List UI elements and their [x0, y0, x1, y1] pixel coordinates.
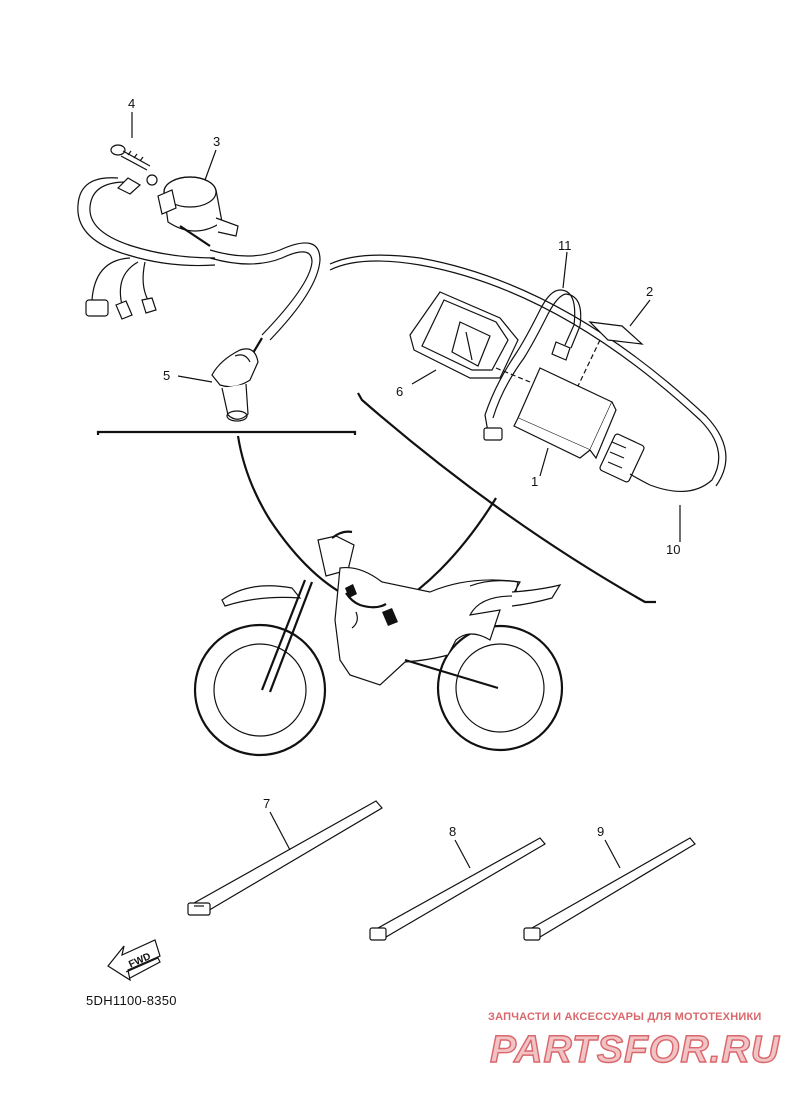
cable-tie-part-7: [187, 800, 383, 916]
cable-tie-part-8: [369, 837, 546, 941]
spark-plug-cap-part-5: [211, 337, 263, 422]
cdi-unit-part-1: [513, 367, 645, 483]
watermark-tagline: ЗАПЧАСТИ И АКСЕССУАРЫ ДЛЯ МОТОТЕХНИКИ: [488, 1011, 761, 1023]
callout-4: 4: [128, 96, 135, 111]
callout-8: 8: [449, 824, 456, 839]
bolt-part-4: [110, 144, 158, 186]
motorcycle-outline: [193, 530, 564, 757]
ignition-coil-group: [77, 144, 321, 422]
cable-tie-part-9: [523, 837, 696, 941]
plate-part-2: [588, 321, 644, 345]
callout-9: 9: [597, 824, 604, 839]
sub-harness-part-11: [483, 289, 582, 441]
leader-to-bike-left: [236, 435, 356, 602]
callout-1: 1: [531, 474, 538, 489]
group-bracket-left: [96, 430, 357, 435]
callout-11: 11: [558, 238, 572, 253]
callout-3: 3: [213, 134, 220, 149]
callout-2: 2: [646, 284, 653, 299]
callout-6: 6: [396, 384, 403, 399]
watermark-brand: PARTSFOR.RU: [490, 1029, 781, 1071]
rubber-cover-part-6: [409, 291, 519, 379]
forward-arrow-icon: FWD: [107, 939, 161, 982]
callout-5: 5: [163, 368, 170, 383]
callout-7: 7: [263, 796, 270, 811]
callout-10: 10: [666, 542, 680, 557]
group-bracket-right: [357, 392, 656, 604]
ignition-coil-part-3: [157, 176, 239, 247]
diagram-code: 5DH1100-8350: [86, 993, 177, 1008]
cdi-group: [329, 254, 727, 493]
callout-leaders: [131, 112, 681, 869]
